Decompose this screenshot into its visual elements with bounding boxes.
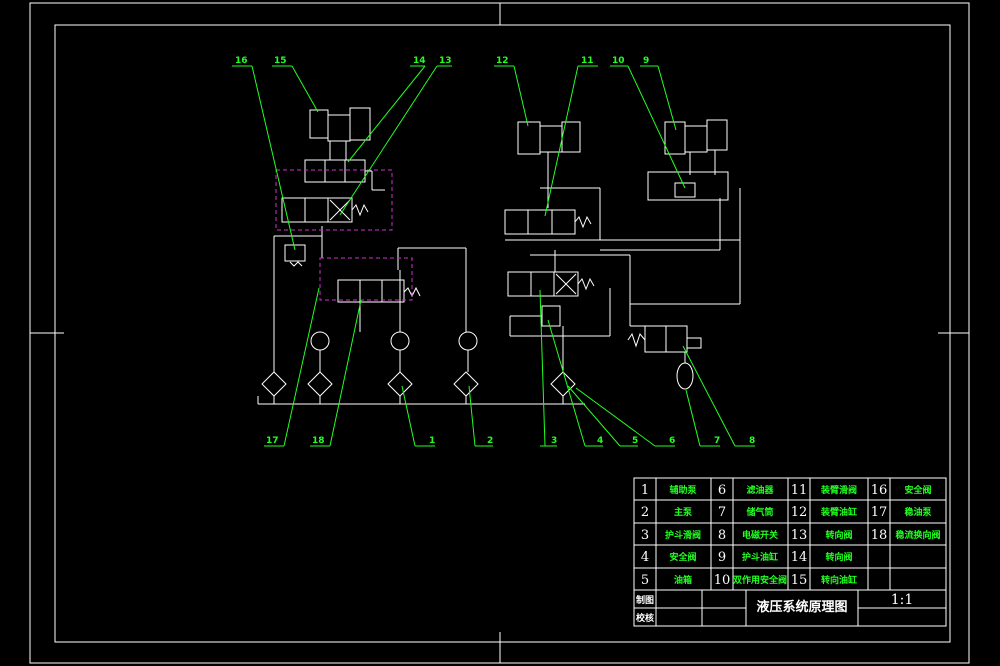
title-block-grid: [633, 589, 947, 627]
part-no: 1: [641, 483, 649, 498]
title-block: 制图 校核 液压系统原理图 1:1: [636, 592, 913, 624]
part-name: 储气筒: [746, 506, 773, 518]
checked-by-label: 校核: [636, 612, 654, 624]
part-name: 装臂滑阀: [820, 484, 857, 496]
callout-14: 14: [413, 56, 426, 66]
callout-4: 4: [597, 436, 603, 446]
callout-7: 7: [714, 436, 720, 446]
drawn-by-label: 制图: [636, 594, 654, 606]
callout-1: 1: [429, 436, 435, 446]
callout-16: 16: [235, 56, 248, 66]
pilot-lines: [275, 169, 413, 301]
callout-5: 5: [632, 436, 638, 446]
part-name: 辅助泵: [669, 484, 697, 496]
callout-labels: 16 15 14 13 12 11 10 9 17 18 1 2 3 4 5 6…: [235, 56, 755, 446]
part-no: 10: [714, 573, 731, 588]
part-name: 稳油泵: [904, 506, 932, 518]
callout-2: 2: [487, 436, 493, 446]
part-no: 11: [791, 483, 808, 498]
part-no: 9: [718, 550, 726, 565]
part-name: 主泵: [674, 506, 693, 518]
part-name: 双作用安全阀: [733, 574, 787, 586]
drawing-title: 液压系统原理图: [756, 599, 847, 615]
part-no: 2: [641, 505, 649, 520]
part-name: 油箱: [674, 574, 692, 586]
callout-3: 3: [551, 436, 557, 446]
hydraulic-circuit: [257, 107, 741, 405]
callout-6: 6: [669, 436, 675, 446]
part-name: 电磁开关: [742, 529, 778, 541]
part-name: 转向阀: [825, 529, 852, 541]
callout-9: 9: [643, 56, 649, 66]
part-name: 稳流换向阀: [895, 529, 940, 541]
part-no: 6: [718, 483, 726, 498]
part-name: 护斗滑阀: [665, 529, 701, 541]
parts-list: 1 辅助泵 2 主泵 3 护斗滑阀 4 安全阀 5 油箱 6 滤油器 7 储气筒…: [641, 483, 941, 588]
part-name: 转向油缸: [821, 574, 857, 586]
drawing-scale: 1:1: [891, 592, 914, 608]
part-name: 护斗油缸: [742, 551, 778, 563]
part-name: 装臂油缸: [820, 506, 857, 518]
part-name: 转向阀: [825, 551, 852, 563]
part-no: 17: [871, 505, 888, 520]
leader-lines: [232, 65, 755, 447]
part-no: 5: [641, 573, 649, 588]
part-no: 3: [641, 528, 649, 543]
callout-18: 18: [312, 436, 325, 446]
part-no: 8: [718, 528, 726, 543]
callout-11: 11: [581, 56, 594, 66]
callout-12: 12: [496, 56, 509, 66]
part-no: 16: [871, 483, 888, 498]
part-no: 18: [871, 528, 888, 543]
part-no: 15: [791, 573, 808, 588]
callout-15: 15: [274, 56, 287, 66]
sheet-frame: [29, 2, 970, 664]
part-no: 4: [641, 550, 649, 565]
callout-17: 17: [266, 436, 279, 446]
part-no: 13: [791, 528, 808, 543]
part-name: 滤油器: [746, 484, 774, 496]
part-name: 安全阀: [669, 551, 696, 563]
callout-13: 13: [439, 56, 452, 66]
callout-10: 10: [612, 56, 625, 66]
part-no: 14: [791, 550, 808, 565]
part-no: 12: [791, 505, 808, 520]
callout-8: 8: [749, 436, 755, 446]
part-no: 7: [718, 505, 726, 520]
part-name: 安全阀: [904, 484, 931, 496]
